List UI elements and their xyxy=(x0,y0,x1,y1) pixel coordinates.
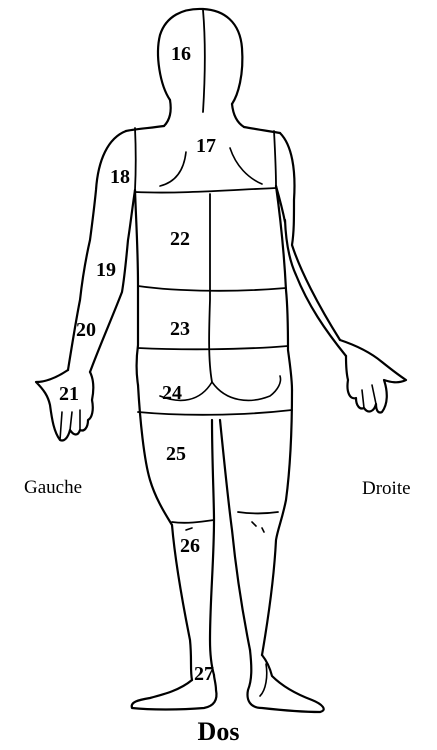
zone-label-23: 23 xyxy=(170,318,190,340)
upper-back-bottom xyxy=(135,188,276,193)
left-hand-outline xyxy=(36,370,93,441)
zone-label-16: 16 xyxy=(171,43,191,65)
left-leg-outer xyxy=(138,385,192,680)
left-finger-2 xyxy=(70,412,72,430)
lower-back-bottom xyxy=(138,346,288,349)
figure-caption: Dos xyxy=(0,717,437,747)
right-hand-outline xyxy=(340,340,406,413)
upper-back-left-edge xyxy=(135,128,136,190)
upper-back-right-edge xyxy=(274,131,276,186)
neck-left xyxy=(164,100,171,126)
left-knee-line xyxy=(172,520,214,523)
right-leg-inner xyxy=(220,420,250,650)
zone-label-17: 17 xyxy=(196,135,216,157)
zone-label-22: 22 xyxy=(170,228,190,250)
zone-label-20: 20 xyxy=(76,319,96,341)
spine-line xyxy=(209,194,212,382)
left-shoulder-blade xyxy=(160,152,186,186)
right-finger-2 xyxy=(372,385,376,404)
right-side-label: Droite xyxy=(362,478,411,500)
zone-label-24: 24 xyxy=(162,382,182,404)
zone-label-19: 19 xyxy=(96,259,116,281)
left-finger-1 xyxy=(60,412,62,440)
zone-label-25: 25 xyxy=(166,443,186,465)
left-knee-mark xyxy=(186,528,192,530)
zone-label-27: 27 xyxy=(194,663,214,685)
left-side-label: Gauche xyxy=(24,477,82,499)
zone-label-26: 26 xyxy=(180,535,200,557)
left-leg-inner xyxy=(210,420,214,675)
mid-lower-divider xyxy=(138,286,286,291)
right-shoulder-blade xyxy=(230,148,262,184)
head-midline xyxy=(203,10,205,112)
right-knee-line xyxy=(238,512,278,514)
shoulder-line-left xyxy=(126,126,164,131)
torso-left-side xyxy=(135,190,138,385)
buttocks-bottom xyxy=(138,410,292,415)
right-foot xyxy=(248,650,324,712)
right-finger-1 xyxy=(362,390,364,408)
right-arm-outer xyxy=(280,133,340,340)
left-arm-inner xyxy=(90,190,135,372)
right-knee-mark xyxy=(252,522,264,532)
zone-label-18: 18 xyxy=(110,166,130,188)
right-leg-outer xyxy=(262,390,292,655)
right-heel-mark xyxy=(260,664,267,696)
zone-label-21: 21 xyxy=(59,383,79,405)
neck-right xyxy=(232,104,244,127)
